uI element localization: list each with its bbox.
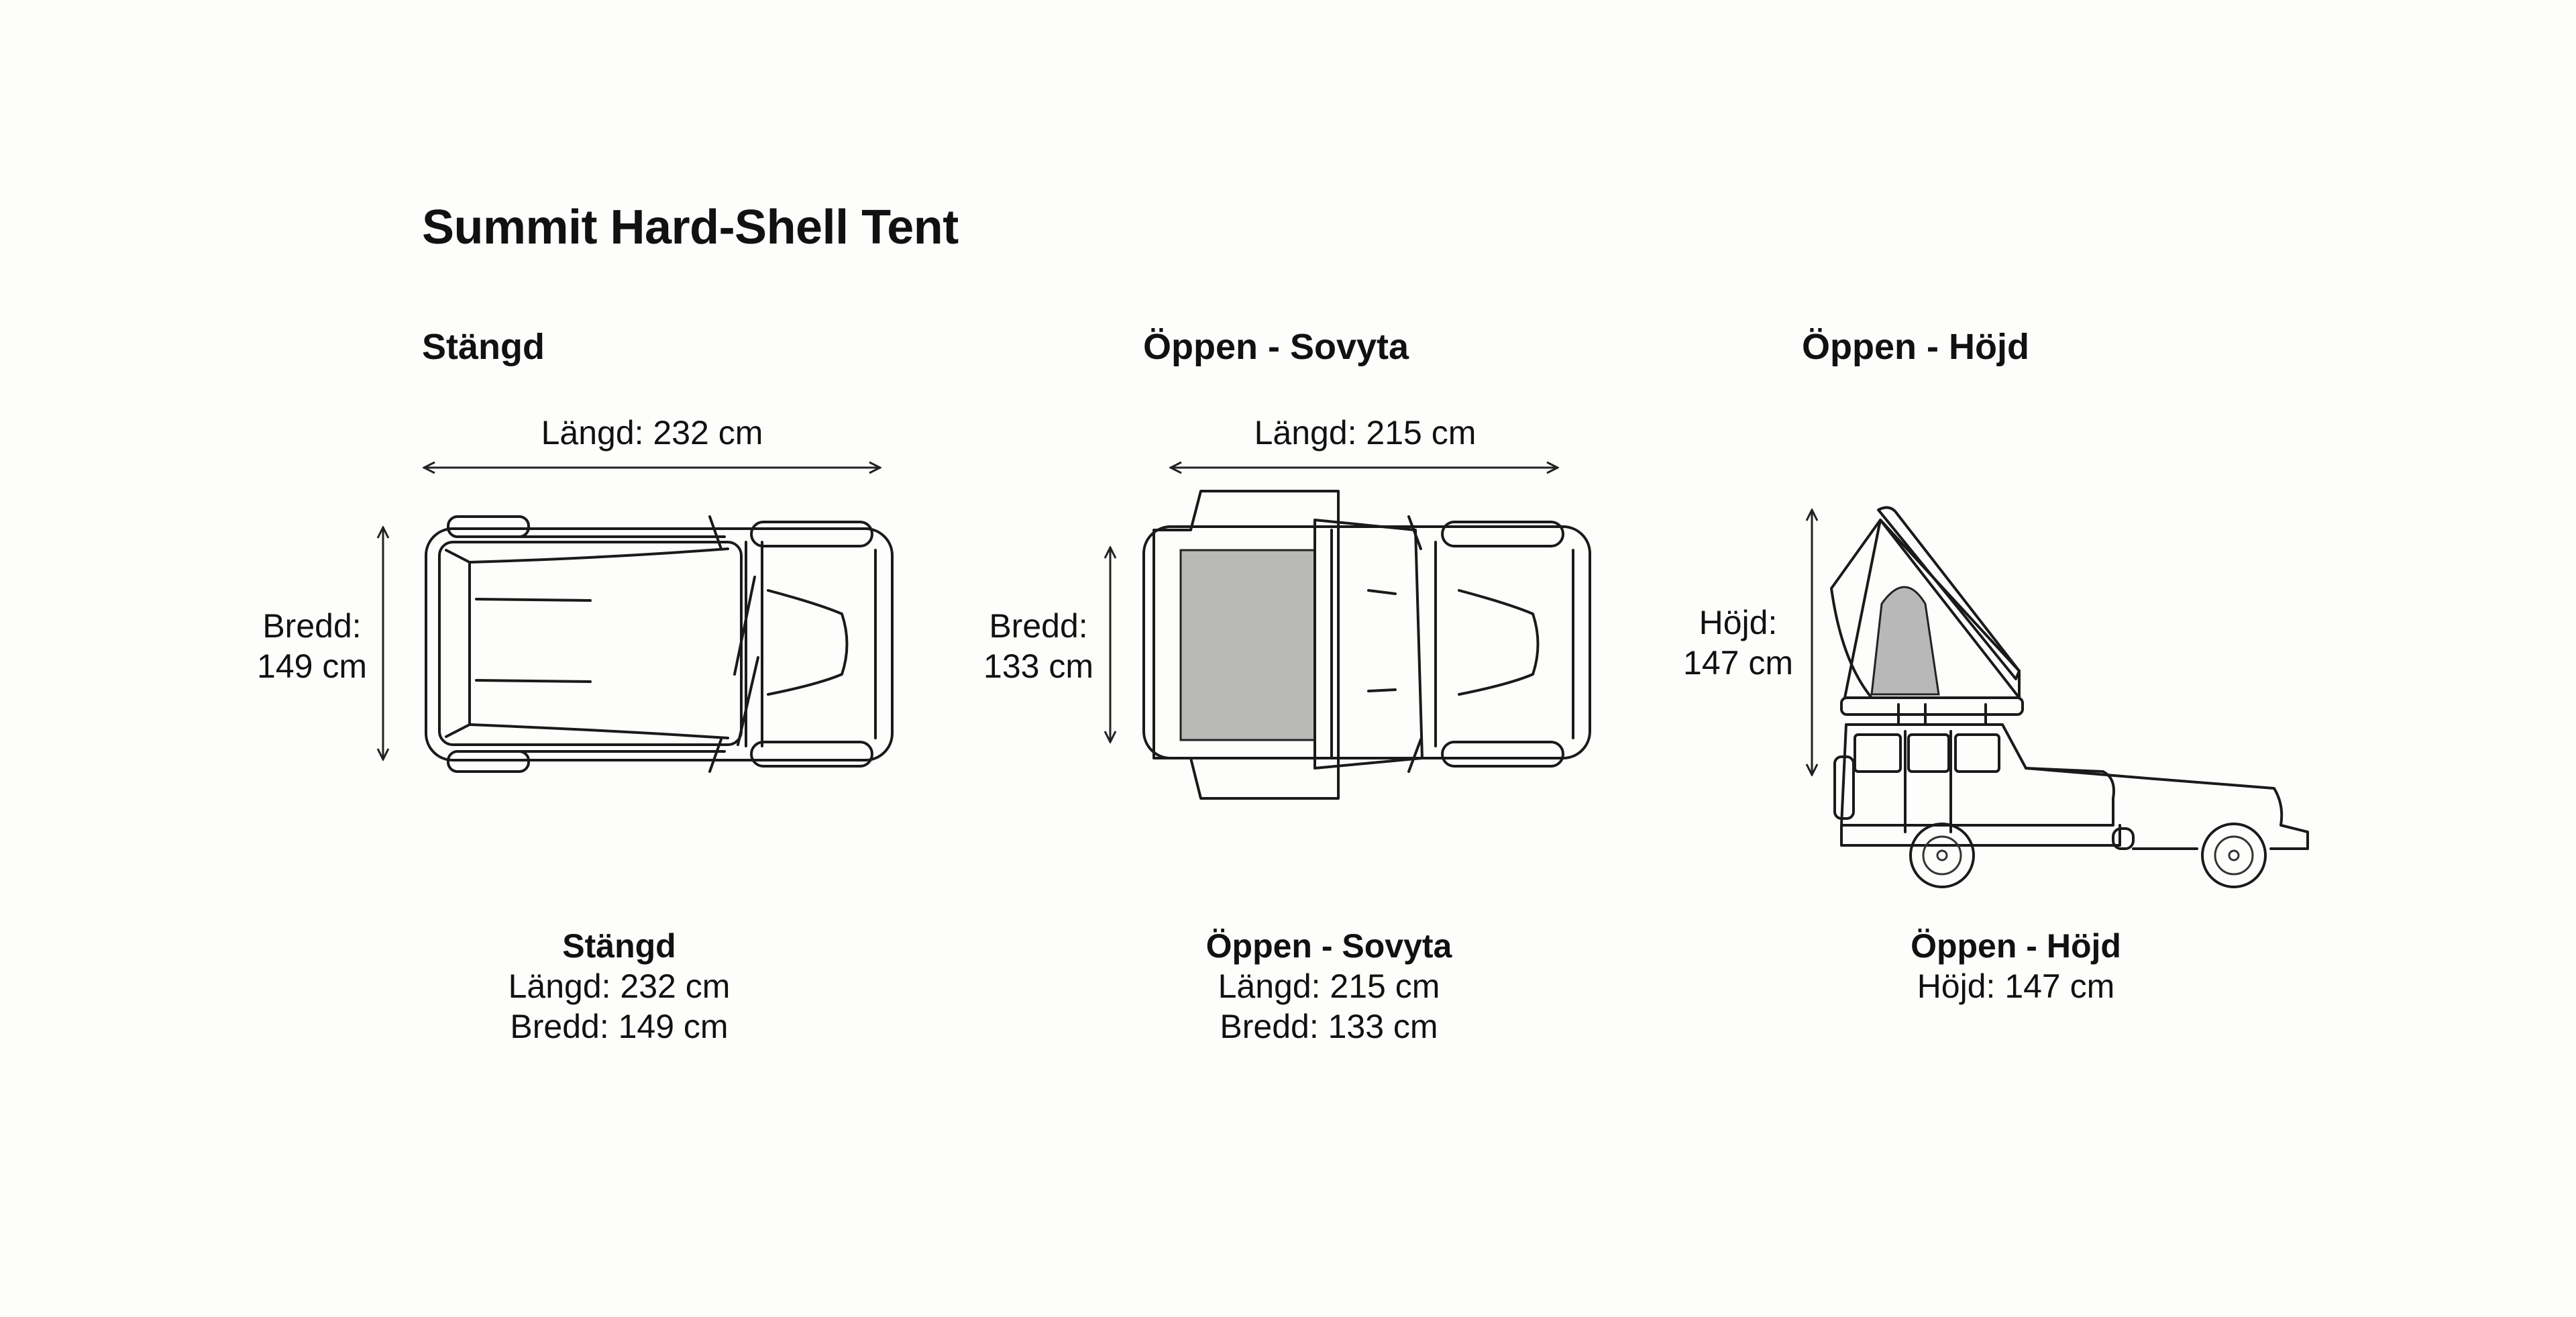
page-title: Summit Hard-Shell Tent: [422, 201, 959, 254]
width-label-open-line2: 133 cm: [983, 647, 1093, 685]
caption-closed: Stängd Längd: 232 cm Bredd: 149 cm: [508, 926, 731, 1047]
caption-open-sleep-area: Öppen - Sovyta Längd: 215 cm Bredd: 133 …: [1206, 926, 1452, 1047]
car-side-view-open: [1830, 506, 2309, 888]
width-label-closed-line2: 149 cm: [257, 647, 367, 685]
height-label-line2: 147 cm: [1683, 644, 1793, 682]
height-label: Höjd: 147 cm: [1683, 602, 1793, 683]
caption-line: Längd: 215 cm: [1218, 967, 1440, 1005]
width-label-open-line1: Bredd:: [989, 607, 1088, 645]
car-top-view-open: [1142, 490, 1591, 800]
caption-line: Längd: 232 cm: [508, 967, 731, 1005]
car-top-view-closed: [425, 515, 894, 773]
caption-open-height: Öppen - Höjd Höjd: 147 cm: [1911, 926, 2121, 1006]
length-label-closed: Längd: 232 cm: [541, 414, 763, 452]
caption-line: Bredd: 133 cm: [1220, 1008, 1438, 1045]
length-label-open: Längd: 215 cm: [1254, 414, 1477, 452]
width-label-closed-line1: Bredd:: [262, 607, 362, 645]
width-label-closed: Bredd: 149 cm: [257, 606, 367, 686]
caption-title-open-height: Öppen - Höjd: [1911, 927, 2121, 965]
section-heading-open-sleep-area: Öppen - Sovyta: [1143, 327, 1409, 367]
caption-title-open-sleep-area: Öppen - Sovyta: [1205, 927, 1452, 965]
section-heading-closed: Stängd: [422, 327, 545, 367]
caption-line: Bredd: 149 cm: [510, 1008, 729, 1045]
width-label-open: Bredd: 133 cm: [983, 606, 1093, 686]
caption-line: Höjd: 147 cm: [1917, 967, 2115, 1005]
caption-title-closed: Stängd: [562, 927, 676, 965]
height-label-line1: Höjd:: [1699, 604, 1778, 641]
section-heading-open-height: Öppen - Höjd: [1802, 327, 2029, 367]
